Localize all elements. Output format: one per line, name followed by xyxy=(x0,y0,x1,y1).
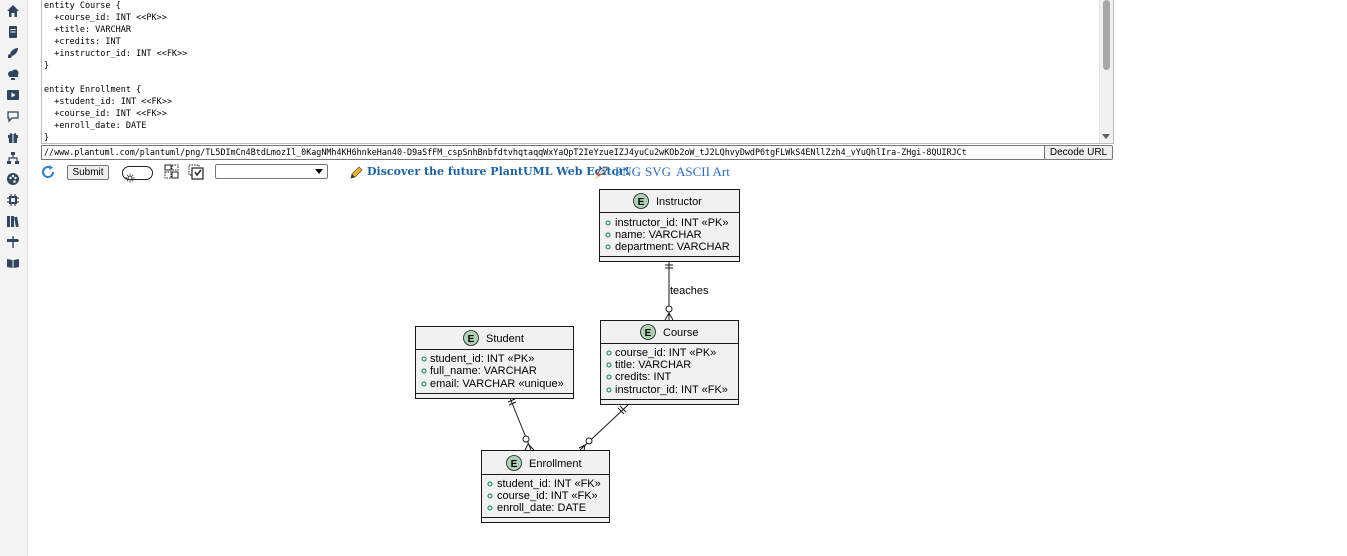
gift-icon[interactable] xyxy=(6,130,20,144)
field-marker-icon xyxy=(605,220,611,226)
cloud-icon[interactable] xyxy=(6,67,20,81)
entity-field: course_id: INT «PK» xyxy=(615,347,716,359)
entity-name: Course xyxy=(663,327,698,339)
entity-marker-icon xyxy=(633,193,649,209)
entity-instructor[interactable]: E Instructor instructor_id: INT «PK» nam… xyxy=(599,189,740,262)
toggle-knob xyxy=(125,168,135,183)
pen-icon xyxy=(349,166,363,180)
entity-field: course_id: INT «FK» xyxy=(497,490,598,502)
entity-field: instructor_id: INT «PK» xyxy=(615,217,729,229)
palette-icon[interactable] xyxy=(6,172,20,186)
relation-label-teaches: teaches xyxy=(670,285,709,297)
field-marker-icon xyxy=(421,381,427,387)
sidebar xyxy=(0,0,28,556)
entity-marker-icon xyxy=(506,455,522,471)
field-marker-icon xyxy=(606,350,612,356)
entity-marker-letter: E xyxy=(511,459,518,470)
rocket-icon xyxy=(593,166,609,180)
rocket-icon[interactable] xyxy=(6,46,20,60)
entity-marker-letter: E xyxy=(638,197,645,208)
play-icon[interactable] xyxy=(6,88,20,102)
entity-field: title: VARCHAR xyxy=(615,359,691,371)
entity-course[interactable]: E Course course_id: INT «PK» title: VARC… xyxy=(600,320,739,405)
entity-name: Student xyxy=(486,333,524,345)
field-marker-icon xyxy=(605,232,611,238)
copy-icon[interactable] xyxy=(188,164,204,180)
entity-name: Enrollment xyxy=(529,458,582,470)
theme-toggle[interactable] xyxy=(122,166,153,183)
field-marker-icon xyxy=(605,244,611,250)
signpost-icon[interactable] xyxy=(6,235,20,249)
field-marker-icon xyxy=(487,493,493,499)
field-marker-icon xyxy=(487,505,493,511)
sitemap-icon[interactable] xyxy=(6,151,20,165)
discover-editor-link[interactable]: Discover the future PlantUML Web Editor! xyxy=(367,165,630,178)
field-marker-icon xyxy=(606,362,612,368)
field-marker-icon xyxy=(487,481,493,487)
refresh-icon[interactable] xyxy=(40,164,56,180)
relationship-student-enrollment xyxy=(507,397,535,451)
entity-marker-icon xyxy=(640,324,656,340)
entity-field: email: VARCHAR «unique» xyxy=(430,378,564,390)
png-link[interactable]: PNG xyxy=(615,164,642,179)
field-marker-icon xyxy=(606,374,612,380)
svg-link[interactable]: SVG xyxy=(645,164,672,179)
source-text[interactable]: entity Course { +course_id: INT <<PK>> +… xyxy=(44,1,188,143)
ascii-art-link[interactable]: ASCII Art xyxy=(676,164,730,179)
scroll-down-arrow-icon[interactable] xyxy=(1102,134,1110,139)
entity-field: enroll_date: DATE xyxy=(497,502,586,514)
entity-field: instructor_id: INT «FK» xyxy=(615,384,728,396)
home-icon[interactable] xyxy=(6,4,20,18)
field-marker-icon xyxy=(606,387,612,393)
decode-url-button[interactable]: Decode URL xyxy=(1044,145,1113,160)
sun-icon xyxy=(125,173,135,183)
chevron-down-icon xyxy=(315,169,323,174)
entity-marker-icon xyxy=(463,330,479,346)
relationship-course-enrollment xyxy=(578,404,629,452)
entity-field: student_id: INT «FK» xyxy=(497,478,601,490)
entity-enrollment[interactable]: E Enrollment student_id: INT «FK» course… xyxy=(481,450,610,523)
source-editor[interactable]: entity Course { +course_id: INT <<PK>> +… xyxy=(41,0,1114,144)
entity-student[interactable]: E Student student_id: INT «PK» full_name… xyxy=(415,326,574,399)
entity-field: full_name: VARCHAR xyxy=(430,365,537,377)
books-icon[interactable] xyxy=(6,214,20,228)
relationship-instructor-course xyxy=(664,261,674,321)
entity-marker-letter: E xyxy=(645,328,652,339)
split-view-icon[interactable] xyxy=(164,164,179,179)
cpu-icon[interactable] xyxy=(6,193,20,207)
editor-scrollbar[interactable] xyxy=(1099,0,1113,143)
entity-field: department: VARCHAR xyxy=(615,241,730,253)
field-marker-icon xyxy=(421,368,427,374)
entity-field: name: VARCHAR xyxy=(615,229,702,241)
diagram-type-select[interactable] xyxy=(215,164,328,179)
entity-field: credits: INT xyxy=(615,371,672,383)
field-marker-icon xyxy=(421,356,427,362)
entity-marker-letter: E xyxy=(468,334,475,345)
entity-field: student_id: INT «PK» xyxy=(430,353,534,365)
book-open-icon[interactable] xyxy=(6,256,20,270)
comment-icon[interactable] xyxy=(6,109,20,123)
submit-button[interactable]: Submit xyxy=(67,165,109,180)
entity-name: Instructor xyxy=(656,196,702,208)
document-icon[interactable] xyxy=(6,25,20,39)
scrollbar-thumb[interactable] xyxy=(1103,0,1110,70)
diagram-url-input[interactable]: //www.plantuml.com/plantuml/png/TL5DImCn… xyxy=(41,145,1045,160)
